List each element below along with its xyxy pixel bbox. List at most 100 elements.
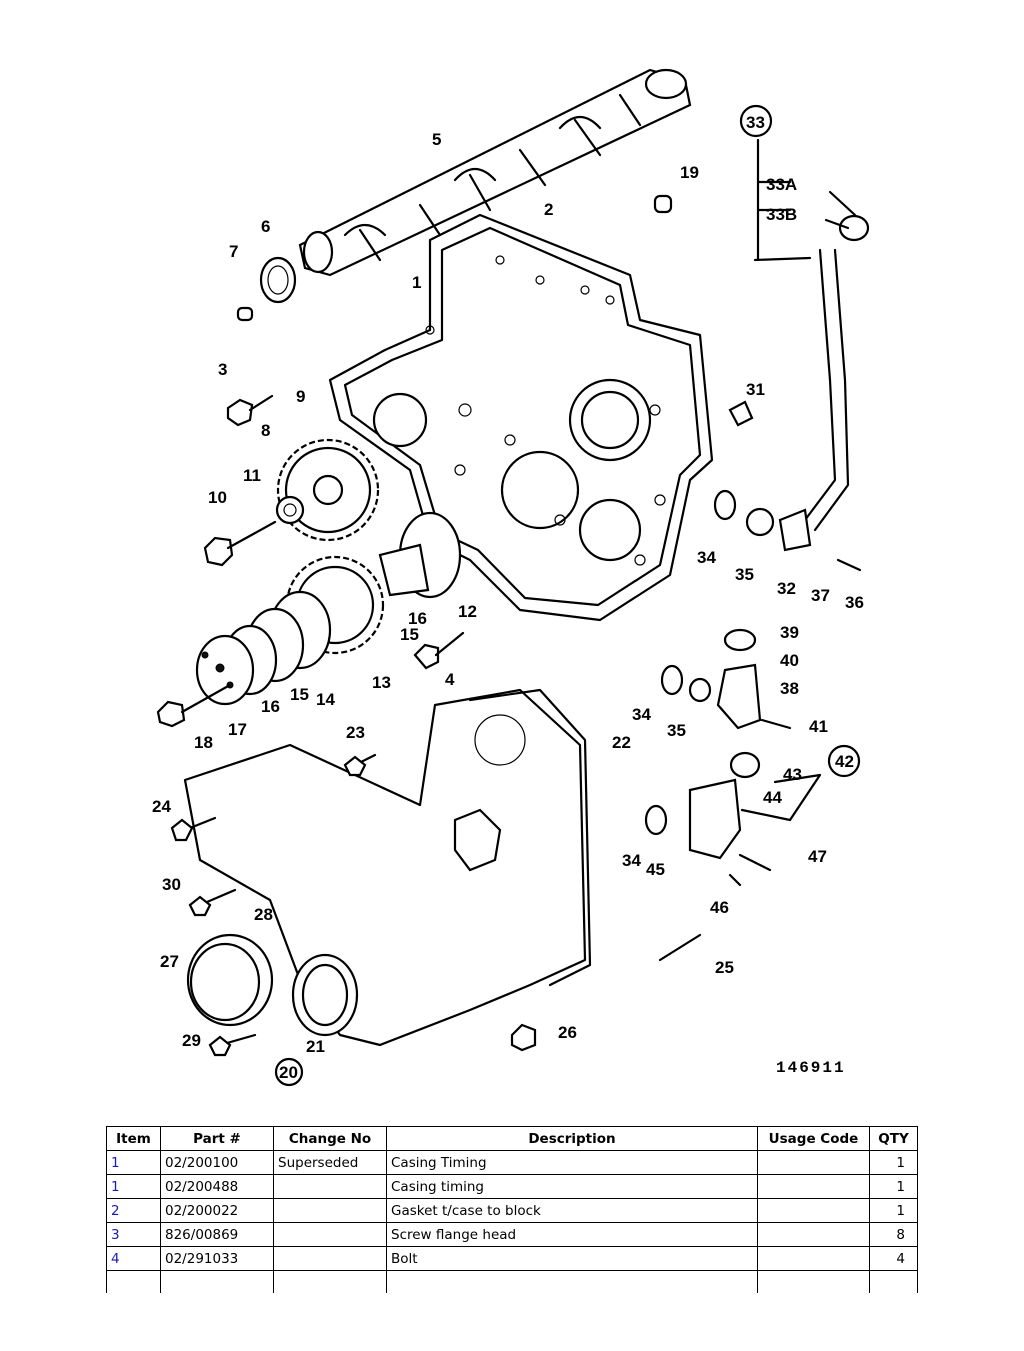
usage-code	[757, 1150, 870, 1175]
empty-cell	[757, 1270, 870, 1293]
header-item: Item	[106, 1126, 161, 1151]
table-row: 3 826/00869 Screw flange head 8	[106, 1222, 918, 1247]
svg-text:47: 47	[808, 847, 827, 866]
header-description: Description	[386, 1126, 758, 1151]
change-no	[273, 1246, 387, 1271]
header-part: Part #	[160, 1126, 274, 1151]
svg-text:19: 19	[680, 163, 699, 182]
svg-text:37: 37	[811, 586, 830, 605]
empty-cell	[869, 1270, 918, 1293]
change-no	[273, 1174, 387, 1199]
svg-text:22: 22	[612, 733, 631, 752]
svg-text:7: 7	[229, 242, 238, 261]
change-no	[273, 1222, 387, 1247]
svg-text:24: 24	[152, 797, 171, 816]
front-timing-cover	[183, 688, 592, 1047]
svg-text:14: 14	[316, 690, 335, 709]
svg-text:32: 32	[777, 579, 796, 598]
svg-text:16: 16	[261, 697, 280, 716]
item-link[interactable]: 4	[106, 1246, 161, 1271]
qty: 1	[869, 1174, 918, 1199]
svg-text:18: 18	[194, 733, 213, 752]
svg-text:23: 23	[346, 723, 365, 742]
svg-text:34: 34	[632, 705, 651, 724]
svg-text:41: 41	[809, 717, 828, 736]
idler-gear	[276, 438, 380, 542]
svg-text:33B: 33B	[766, 205, 797, 224]
table-row: 1 02/200488 Casing timing 1	[106, 1174, 918, 1199]
plug	[653, 194, 673, 214]
svg-text:10: 10	[208, 488, 227, 507]
svg-text:21: 21	[306, 1037, 325, 1056]
header-usage-code: Usage Code	[757, 1126, 870, 1151]
idler-washer	[275, 495, 305, 525]
change-no	[273, 1198, 387, 1223]
svg-text:6: 6	[261, 217, 270, 236]
svg-text:44: 44	[763, 788, 782, 807]
svg-text:9: 9	[296, 387, 305, 406]
qty: 1	[869, 1198, 918, 1223]
reference-number: 146911	[776, 1059, 846, 1077]
empty-cell	[160, 1270, 274, 1293]
svg-text:34: 34	[622, 851, 641, 870]
part-number: 826/00869	[160, 1222, 274, 1247]
exploded-parts-diagram: 1 2 3 4 5 6 7 8 9 10 11 12 13 14 15 15 1…	[152, 68, 870, 1087]
qty: 8	[869, 1222, 918, 1247]
table-row: 4 02/291033 Bolt 4	[106, 1246, 918, 1271]
svg-text:12: 12	[458, 602, 477, 621]
svg-text:16: 16	[408, 609, 427, 628]
dowel-pin	[236, 306, 254, 322]
svg-text:17: 17	[228, 720, 247, 739]
svg-text:34: 34	[697, 548, 716, 567]
svg-text:2: 2	[544, 200, 553, 219]
svg-text:35: 35	[667, 721, 686, 740]
svg-text:38: 38	[780, 679, 799, 698]
table-row: 1 02/200100 Superseded Casing Timing 1	[106, 1150, 918, 1175]
empty-cell	[386, 1270, 758, 1293]
svg-text:35: 35	[735, 565, 754, 584]
usage-code	[757, 1198, 870, 1223]
empty-cell	[273, 1270, 387, 1293]
svg-text:4: 4	[445, 670, 455, 689]
qty: 4	[869, 1246, 918, 1271]
camshaft	[298, 68, 692, 277]
svg-text:43: 43	[783, 765, 802, 784]
svg-text:25: 25	[715, 958, 734, 977]
svg-text:1: 1	[412, 273, 421, 292]
svg-text:15: 15	[400, 625, 419, 644]
seal-ring	[259, 256, 297, 304]
timing-case-back-plate	[328, 213, 714, 622]
svg-text:20: 20	[279, 1063, 298, 1082]
svg-text:40: 40	[780, 651, 799, 670]
item-link[interactable]: 2	[106, 1198, 161, 1223]
part-number: 02/200022	[160, 1198, 274, 1223]
svg-text:27: 27	[160, 952, 179, 971]
part-number: 02/200100	[160, 1150, 274, 1175]
svg-text:39: 39	[780, 623, 799, 642]
svg-text:8: 8	[261, 421, 270, 440]
svg-text:29: 29	[182, 1031, 201, 1050]
svg-text:42: 42	[835, 752, 854, 771]
svg-text:3: 3	[218, 360, 227, 379]
item-link[interactable]: 1	[106, 1174, 161, 1199]
table-header-row: Item Part # Change No Description Usage …	[106, 1126, 918, 1151]
usage-code	[757, 1222, 870, 1247]
item-link[interactable]: 1	[106, 1150, 161, 1175]
callout-labels: 1 2 3 4 5 6 7 8 9 10 11 12 13 14 15 15 1…	[152, 113, 864, 1082]
svg-text:33A: 33A	[766, 175, 797, 194]
table-row: 2 02/200022 Gasket t/case to block 1	[106, 1198, 918, 1223]
header-change-no: Change No	[273, 1126, 387, 1151]
parts-table: Item Part # Change No Description Usage …	[106, 1126, 918, 1293]
table-row-empty	[106, 1270, 918, 1293]
svg-text:31: 31	[746, 380, 765, 399]
description: Casing Timing	[386, 1150, 758, 1175]
svg-text:28: 28	[254, 905, 273, 924]
usage-code	[757, 1246, 870, 1271]
svg-text:45: 45	[646, 860, 665, 879]
usage-code	[757, 1174, 870, 1199]
item-link[interactable]: 3	[106, 1222, 161, 1247]
svg-text:5: 5	[432, 130, 441, 149]
empty-cell	[106, 1270, 161, 1293]
description: Bolt	[386, 1246, 758, 1271]
svg-text:36: 36	[845, 593, 864, 612]
